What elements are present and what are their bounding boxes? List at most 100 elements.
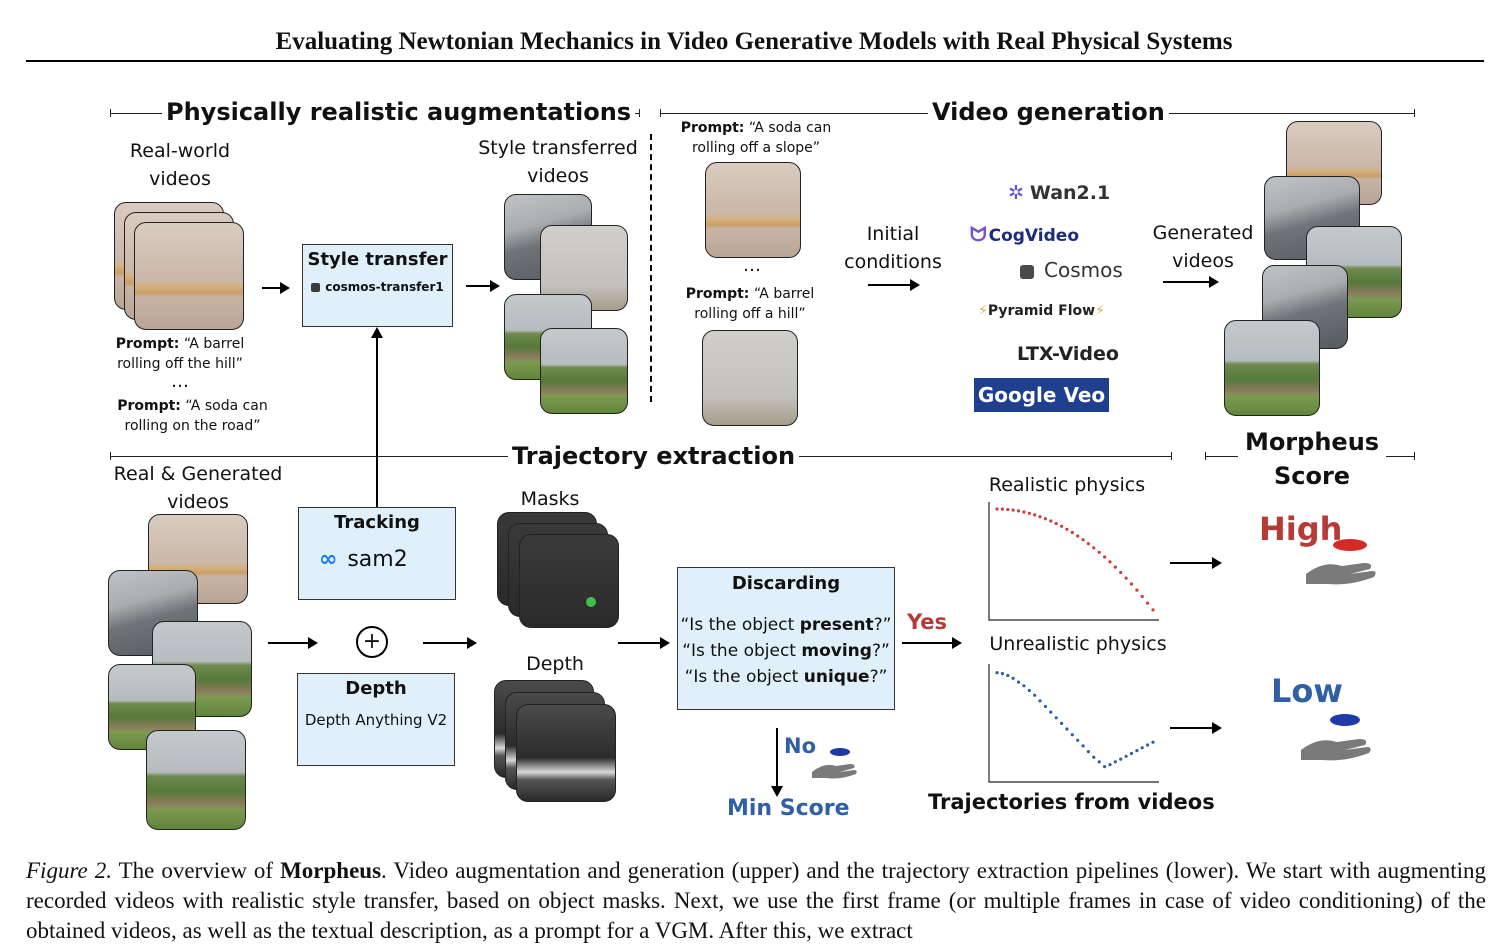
gen-initial-frame-1 bbox=[705, 162, 801, 258]
arrow-to-masks-depth bbox=[423, 637, 477, 649]
trajectory-point bbox=[995, 671, 999, 675]
trajectory-point bbox=[1070, 530, 1074, 535]
lightning-icon-right: ⚡ bbox=[1095, 303, 1105, 319]
trajectory-point bbox=[1103, 765, 1107, 769]
input-frame-5 bbox=[146, 730, 246, 830]
trajectory-point bbox=[1065, 727, 1069, 731]
realistic-trajectory-plot bbox=[988, 502, 1159, 621]
trajectory-point bbox=[1124, 576, 1128, 580]
score-line-tick-left bbox=[1205, 452, 1206, 460]
depth-frames-label: Depth bbox=[526, 653, 584, 675]
trajectory-point bbox=[1000, 672, 1004, 676]
real-video-frame-front bbox=[134, 222, 244, 330]
style-video-frame-2 bbox=[540, 225, 628, 311]
yes-label: Yes bbox=[907, 610, 948, 634]
high-score-label: High bbox=[1259, 510, 1343, 548]
combine-plus-icon: + bbox=[356, 626, 388, 658]
arrow-yes bbox=[902, 637, 962, 649]
trajectory-point bbox=[1113, 760, 1117, 764]
trajectory-point bbox=[1065, 527, 1069, 531]
trajectory-point bbox=[1016, 509, 1021, 513]
tracking-title: Tracking bbox=[334, 512, 420, 533]
arrow-to-style-transfer bbox=[262, 282, 290, 294]
trajectory-point bbox=[1092, 546, 1096, 550]
trajectory-point bbox=[1092, 755, 1096, 759]
augment-section-title: Physically realistic augmentations bbox=[162, 98, 636, 126]
ltx-video-model: LTX-Video bbox=[1017, 343, 1119, 365]
trajectory-point bbox=[1038, 515, 1042, 519]
trajectory-point bbox=[1135, 749, 1139, 753]
trajectory-point bbox=[1027, 688, 1031, 693]
trajectory-point bbox=[1097, 550, 1101, 554]
cosmos-logo-icon-gen bbox=[1020, 264, 1034, 279]
depth-frame-front bbox=[516, 704, 616, 802]
trajectory-point bbox=[1043, 517, 1047, 521]
trajectories-caption: Trajectories from videos bbox=[928, 790, 1215, 814]
trajectory-point bbox=[1086, 750, 1090, 754]
trajectory-point bbox=[1086, 542, 1090, 546]
score-line-tick-right bbox=[1414, 452, 1415, 460]
figure-caption: Figure 2. The overview of Morpheus. Vide… bbox=[26, 858, 1486, 943]
depth-box-title: Depth bbox=[345, 678, 407, 699]
trajectory-point bbox=[1011, 508, 1015, 512]
low-score-label: Low bbox=[1271, 672, 1343, 710]
generated-frame-5 bbox=[1224, 320, 1320, 416]
trajectory-point bbox=[1006, 673, 1010, 678]
arrow-to-generated bbox=[1163, 276, 1219, 288]
trajectory-line-tick-left bbox=[110, 452, 111, 460]
trajectory-point bbox=[1033, 513, 1037, 517]
lightning-icon-left: ⚡ bbox=[978, 303, 988, 319]
gen-initial-frame-2 bbox=[702, 330, 798, 426]
trajectory-point bbox=[1049, 519, 1053, 523]
trajectory-point bbox=[1103, 555, 1107, 559]
sam2-model: ∞sam2 bbox=[319, 547, 408, 572]
trajectory-point bbox=[1113, 565, 1117, 569]
discarding-questions: “Is the object present?” “Is the object … bbox=[678, 612, 894, 690]
trajectory-point bbox=[1054, 716, 1058, 720]
arrow-tracking-to-style bbox=[376, 336, 378, 507]
trajectory-point bbox=[995, 507, 999, 511]
trajectory-point bbox=[1011, 676, 1015, 680]
mask-frame-front bbox=[519, 534, 619, 628]
high-hand-icon bbox=[1302, 538, 1382, 592]
trajectory-point bbox=[1081, 538, 1085, 542]
unrealistic-trajectory-plot bbox=[988, 664, 1159, 783]
arrow-to-low bbox=[1170, 722, 1222, 734]
trajectory-point bbox=[1151, 608, 1155, 612]
wan-model: ✲Wan2.1 bbox=[1008, 182, 1111, 204]
trajectory-point bbox=[1060, 721, 1064, 725]
trajectory-point bbox=[1054, 521, 1058, 526]
meta-logo-icon: ∞ bbox=[319, 547, 338, 572]
trajectory-point bbox=[1146, 743, 1150, 747]
real-prompt-2: Prompt: “A soda can rolling on the road” bbox=[117, 398, 268, 434]
question-moving: “Is the object moving?” bbox=[682, 641, 890, 661]
cosmos-logo-icon bbox=[311, 283, 321, 292]
discarding-title: Discarding bbox=[731, 573, 841, 594]
trajectory-point bbox=[1006, 507, 1010, 512]
style-video-frame-4 bbox=[540, 328, 628, 414]
mask-object-dot bbox=[586, 597, 596, 607]
trajectory-point bbox=[1081, 744, 1085, 748]
generation-line-tick-right bbox=[1414, 109, 1415, 117]
low-hand-icon bbox=[1297, 712, 1377, 768]
wan-logo-icon: ✲ bbox=[1008, 182, 1024, 204]
google-veo-model: Google Veo 3 bbox=[974, 378, 1109, 441]
min-score-label: Min Score bbox=[727, 796, 850, 821]
pyramid-flow-model: ⚡Pyramid Flow⚡ bbox=[978, 303, 1105, 319]
real-prompt-1: Prompt: “A barrel rolling off the hill” bbox=[115, 336, 245, 372]
trajectory-point bbox=[1076, 534, 1080, 538]
realistic-physics-label: Realistic physics bbox=[988, 474, 1146, 496]
arrow-to-high bbox=[1170, 557, 1222, 569]
trajectory-point bbox=[1119, 570, 1123, 575]
cosmos-transfer-model: cosmos-transfer1 bbox=[303, 280, 452, 294]
augment-line-tick-right bbox=[639, 109, 640, 117]
trajectory-point bbox=[1108, 560, 1112, 564]
style-transfer-box: Style transfer cosmos-transfer1 bbox=[302, 244, 453, 327]
trajectory-point bbox=[1033, 693, 1037, 697]
